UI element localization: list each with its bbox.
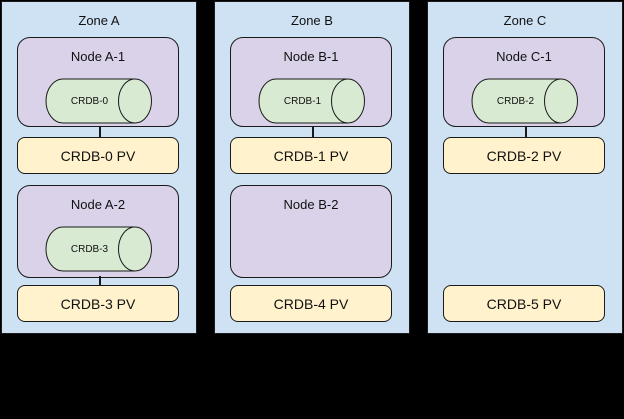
- node-c1-label: Node C-1: [496, 49, 552, 64]
- node-c1-box: Node C-1 CRDB-2: [443, 37, 605, 127]
- crdb-3-pv-box: CRDB-3 PV: [17, 285, 179, 322]
- zone-a-panel: Zone A Node A-1 CRDB-0 CRDB-0 PV Node A-…: [1, 1, 197, 334]
- crdb-0-cylinder-label: CRDB-0: [70, 95, 109, 107]
- crdb-0-pv-box: CRDB-0 PV: [17, 137, 179, 174]
- zone-b-title: Zone B: [291, 13, 333, 28]
- zone-c-panel: Zone C Node C-1 CRDB-2 CRDB-2 PV CRDB-5 …: [427, 1, 623, 334]
- connector-line: [312, 126, 314, 138]
- crdb-1-cylinder-label: CRDB-1: [283, 95, 322, 107]
- crdb-2-cylinder-label: CRDB-2: [496, 95, 535, 107]
- crdb-5-pv-box: CRDB-5 PV: [443, 285, 605, 322]
- crdb-0-cylinder-icon: CRDB-0: [44, 78, 153, 124]
- node-b1-label: Node B-1: [283, 49, 339, 64]
- zone-a-title: Zone A: [78, 13, 120, 28]
- node-a1-box: Node A-1 CRDB-0: [17, 37, 179, 127]
- node-b2-label: Node B-2: [283, 197, 339, 212]
- crdb-3-cylinder-icon: CRDB-3: [44, 226, 153, 272]
- crdb-1-pv-box: CRDB-1 PV: [230, 137, 392, 174]
- node-a2-label: Node A-2: [70, 197, 126, 212]
- crdb-4-pv-box: CRDB-4 PV: [230, 285, 392, 322]
- zone-b-panel: Zone B Node B-1 CRDB-1 CRDB-1 PV Node B-…: [214, 1, 410, 334]
- node-a1-label: Node A-1: [70, 49, 126, 64]
- connector-line: [99, 126, 101, 138]
- crdb-3-cylinder-label: CRDB-3: [70, 243, 109, 255]
- connector-line: [525, 126, 527, 138]
- crdb-2-cylinder-icon: CRDB-2: [470, 78, 579, 124]
- node-a2-box: Node A-2 CRDB-3: [17, 185, 179, 278]
- connector-line: [99, 276, 101, 286]
- crdb-2-pv-box: CRDB-2 PV: [443, 137, 605, 174]
- node-b2-box: Node B-2: [230, 185, 392, 278]
- node-b1-box: Node B-1 CRDB-1: [230, 37, 392, 127]
- zone-c-title: Zone C: [503, 13, 547, 28]
- crdb-1-cylinder-icon: CRDB-1: [257, 78, 366, 124]
